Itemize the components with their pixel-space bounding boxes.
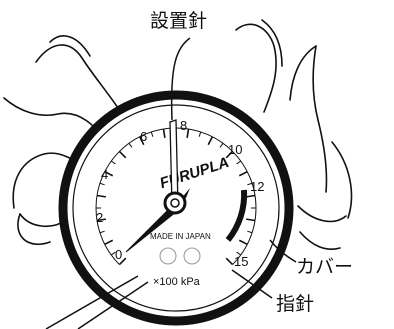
scale-tick	[238, 239, 248, 246]
screw-hole-left	[159, 247, 177, 265]
scale-tick	[225, 257, 234, 266]
scale-label-12: 12	[250, 179, 264, 194]
leader-setting-needle	[170, 37, 191, 121]
scale-label-0: 0	[115, 247, 122, 262]
screw-hole-right	[183, 247, 201, 265]
scale-end-arc	[225, 189, 248, 242]
scale-tick	[225, 150, 234, 159]
unit-label: ×100 kPa	[153, 276, 201, 288]
cover-callout: カバー	[296, 256, 354, 278]
scale-tick	[138, 136, 145, 146]
leader-pointer	[231, 269, 273, 299]
scale-tick	[247, 182, 253, 186]
scale-tick	[186, 128, 190, 138]
scale-tick	[104, 239, 114, 246]
scale-tick	[128, 142, 133, 148]
scale-tick	[246, 218, 256, 222]
scale-tick	[207, 136, 214, 146]
scale-tick	[246, 194, 256, 198]
scale-tick	[110, 160, 116, 165]
scale-tick	[236, 160, 242, 165]
scale-label-4: 4	[101, 167, 108, 182]
scale-tick	[96, 194, 106, 198]
scale-tick	[99, 230, 105, 234]
scale-tick	[236, 251, 242, 256]
made-in-label: MADE IN JAPAN	[150, 232, 211, 241]
pressure-gauge: 0 2 4 6 8 10 12 15 FURUPLA MADE IN JAPAN…	[58, 90, 294, 326]
scale-tick	[118, 257, 127, 266]
scale-tick	[219, 142, 224, 148]
pointer-callout: 指針	[276, 293, 315, 315]
scale-tick	[104, 170, 114, 177]
scale-label-10: 10	[228, 142, 242, 157]
scale-labels: 0 2 4 6 8 10 12 15	[96, 118, 264, 269]
needle-hub-center	[170, 198, 180, 208]
leader-unlabeled-2	[77, 281, 149, 329]
scale-tick	[247, 230, 253, 234]
leader-unlabeled-1	[45, 275, 139, 329]
scale-label-6: 6	[140, 129, 147, 144]
scale-tick	[110, 251, 116, 256]
scale-label-15: 15	[234, 254, 248, 269]
scale-tick	[118, 150, 127, 159]
scale-label-8: 8	[180, 118, 187, 133]
leader-cover	[269, 239, 297, 263]
scale-tick	[150, 131, 154, 137]
scale-tick	[198, 131, 202, 137]
leader-lines	[45, 37, 297, 329]
scale-tick	[99, 182, 105, 186]
scale-tick	[96, 218, 106, 222]
scale-label-2: 2	[96, 210, 103, 225]
scale-tick	[238, 170, 248, 177]
scale-tick	[162, 128, 166, 138]
setting-needle-callout: 設置針	[150, 10, 208, 32]
